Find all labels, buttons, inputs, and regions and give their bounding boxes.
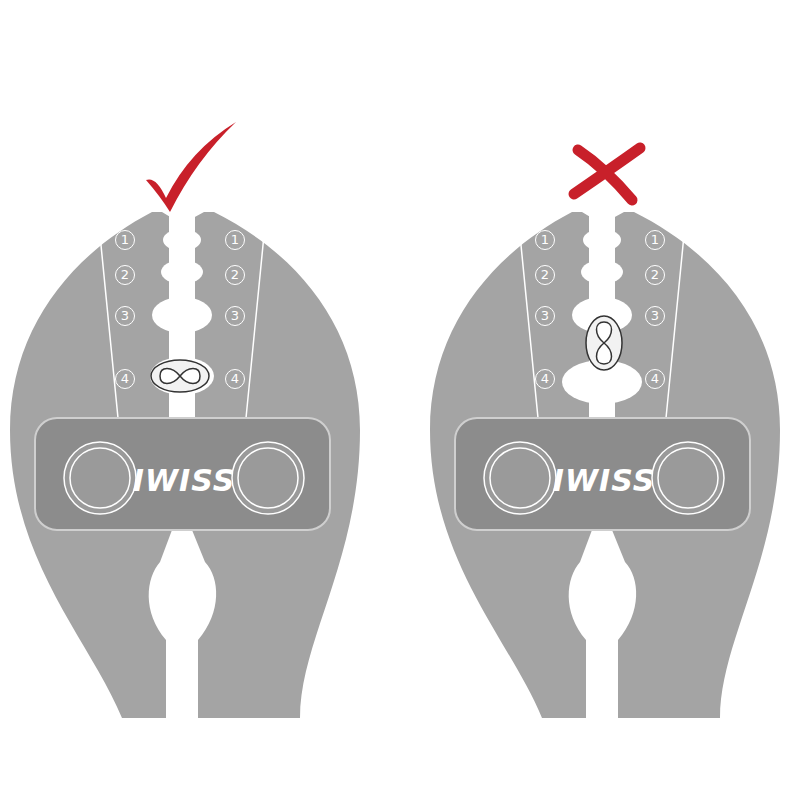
check-mark <box>146 122 236 212</box>
die-number: 4 <box>115 369 135 389</box>
die-number: 1 <box>645 230 665 250</box>
die-number: 1 <box>535 230 555 250</box>
crimped-terminal <box>586 316 622 370</box>
die-number: 4 <box>645 369 665 389</box>
die-number: 3 <box>115 306 135 326</box>
crimper-jaw <box>430 205 780 718</box>
crimper-jaw <box>10 205 360 718</box>
die-number: 2 <box>225 265 245 285</box>
die-number: 1 <box>115 230 135 250</box>
die-number: 3 <box>225 306 245 326</box>
brand-logo: IWISS <box>133 463 236 498</box>
die-number: 4 <box>535 369 555 389</box>
die-number: 4 <box>225 369 245 389</box>
die-number: 2 <box>535 265 555 285</box>
brand-logo: IWISS <box>553 463 656 498</box>
die-number: 2 <box>645 265 665 285</box>
die-number: 1 <box>225 230 245 250</box>
die-number: 3 <box>535 306 555 326</box>
die-number: 2 <box>115 265 135 285</box>
die-number: 3 <box>645 306 665 326</box>
cross-mark <box>574 148 640 200</box>
crimped-terminal <box>151 360 209 392</box>
